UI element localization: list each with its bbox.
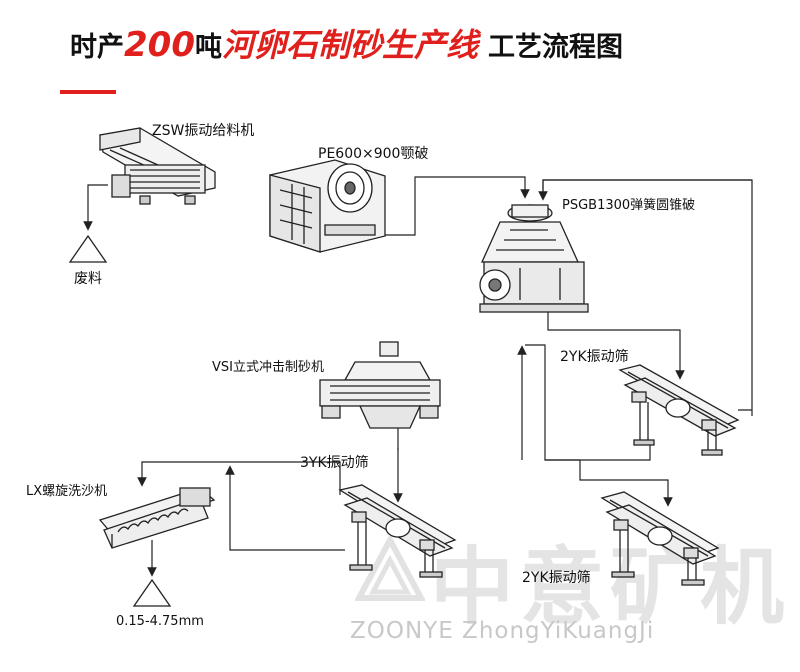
vsi-label: VSI立式冲击制砂机 — [212, 360, 324, 375]
product-pile-icon — [132, 578, 172, 607]
title-underline — [60, 90, 116, 94]
title-suffix: 工艺流程图 — [488, 32, 623, 63]
title-capacity: 200 — [124, 25, 195, 65]
screen-2yk-top-label: 2YK振动筛 — [560, 349, 629, 365]
title-product: 河卵石制砂生产线 — [221, 26, 478, 64]
watermark-cn: 中意矿机 — [430, 538, 791, 636]
vibrating-screen-bottom-icon — [600, 491, 720, 586]
feeder-label: ZSW振动给料机 — [152, 123, 255, 139]
sand-washer-icon — [98, 487, 216, 549]
vsi-crusher-icon — [319, 341, 441, 429]
watermark-en: ZOONYE ZhongYiKuangJi — [350, 618, 655, 644]
page-title: 时产 200 吨 河卵石制砂生产线 工艺流程图 — [70, 20, 623, 66]
jaw-crusher-icon — [269, 159, 386, 253]
jaw-crusher-label: PE600×900颚破 — [318, 146, 429, 162]
screen-2yk-bottom-label: 2YK振动筛 — [522, 570, 591, 586]
cone-crusher-icon — [479, 204, 589, 313]
title-unit: 吨 — [194, 32, 222, 63]
watermark-logo-icon — [353, 533, 427, 610]
vibrating-screen-3yk-icon — [338, 484, 457, 578]
cone-crusher-label: PSGB1300弹簧圆锥破 — [562, 198, 696, 213]
product-size-label: 0.15-4.75mm — [116, 614, 204, 629]
sand-washer-label: LX螺旋洗沙机 — [26, 484, 108, 499]
vibrating-screen-top-icon — [618, 364, 740, 456]
feeder-machine-icon — [99, 127, 216, 205]
title-part1: 时产 — [70, 32, 124, 63]
screen-3yk-label: 3YK振动筛 — [300, 455, 369, 471]
waste-pile-icon — [68, 234, 108, 263]
waste-label: 废料 — [74, 271, 102, 287]
